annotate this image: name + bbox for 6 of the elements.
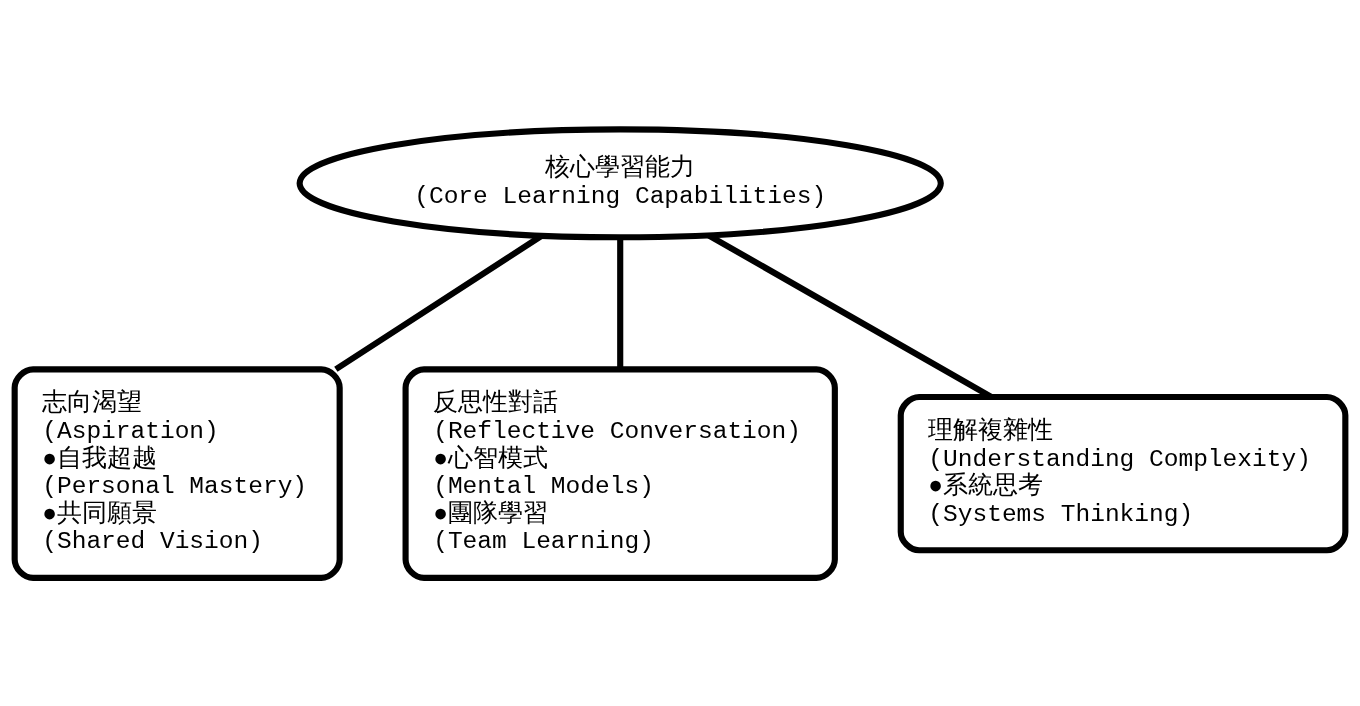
node-box: 志向渴望 (Aspiration) ●自我超越 (Personal Mastery) ●共同願景 (Shared Vision) bbox=[11, 365, 343, 581]
connector bbox=[617, 237, 624, 369]
connector bbox=[334, 232, 544, 372]
node-box: 理解複雜性 (Understanding Complexity) ●系統思考 (Systems Thinking) bbox=[897, 393, 1349, 553]
node-box: 反思性對話 (Reflective Conversation) ●心智模式 (Mental Models) ●團隊學習 (Team Learning) bbox=[402, 365, 838, 581]
node-ellipse: 核心學習能力 (Core Learning Capabilities) bbox=[296, 125, 944, 240]
